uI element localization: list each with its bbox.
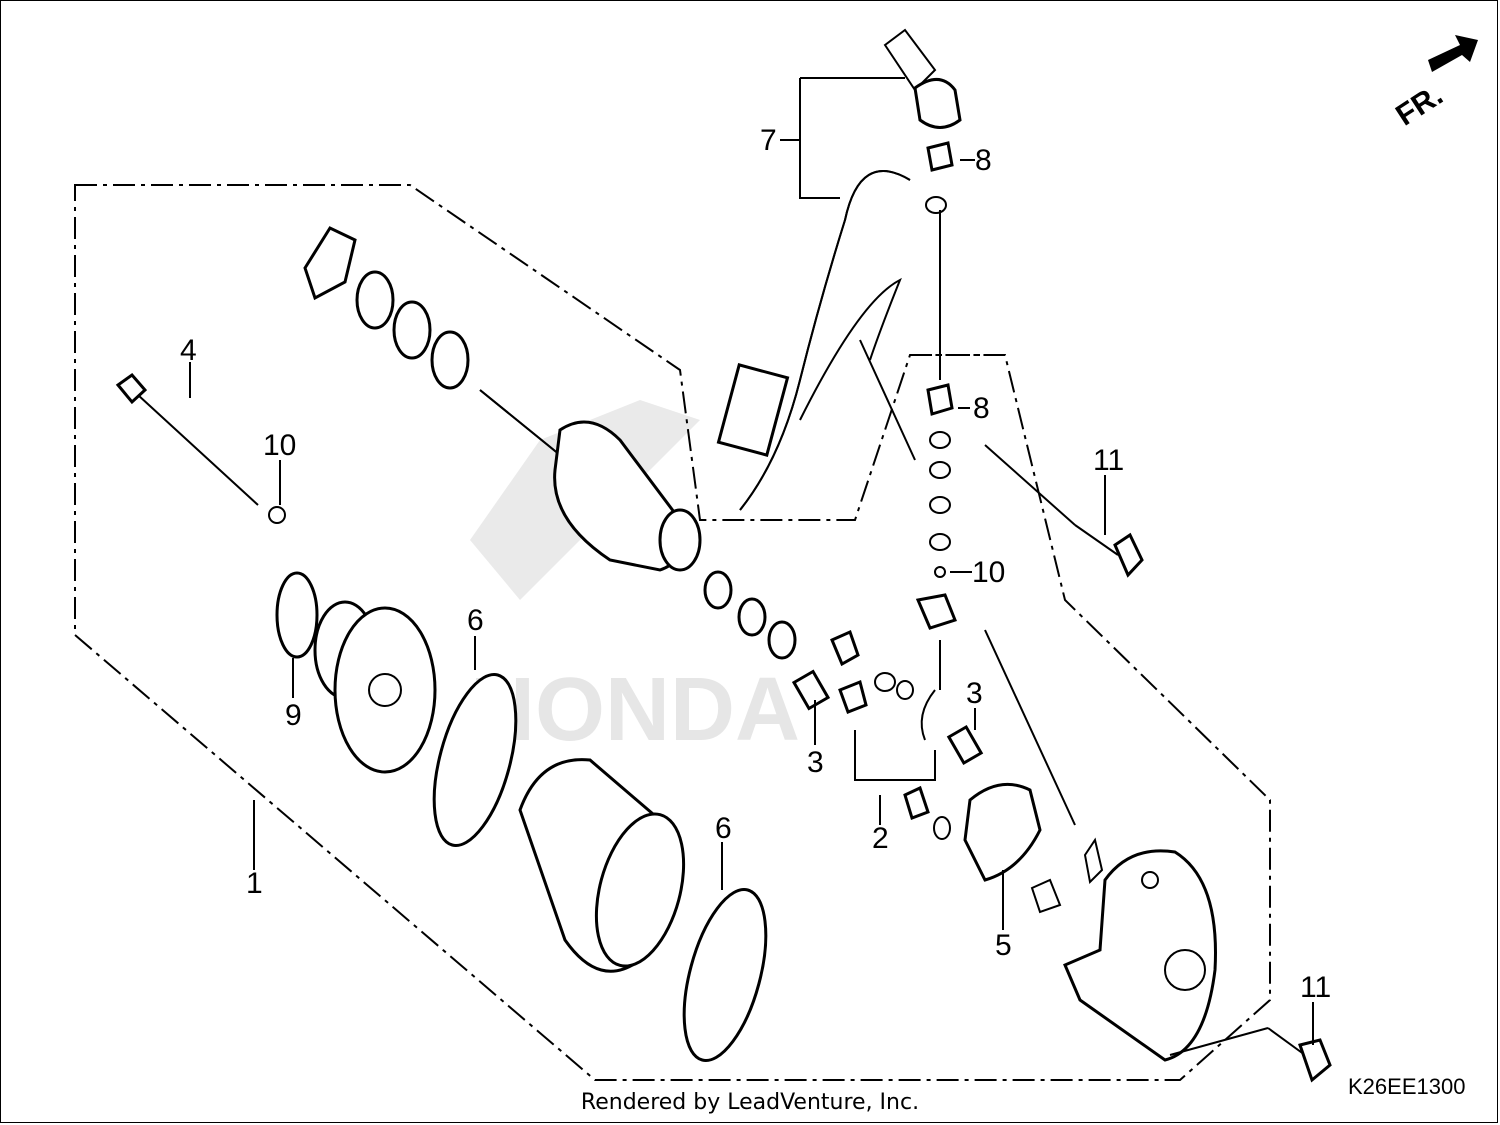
callout-11b: 11 <box>1300 971 1331 1004</box>
callout-3a: 3 <box>807 746 824 779</box>
o-ring-9 <box>275 571 319 659</box>
callout-9: 9 <box>285 699 302 732</box>
washer-b <box>933 816 951 840</box>
callout-6b: 6 <box>715 812 732 845</box>
leader-lines <box>189 139 1314 1056</box>
spring-3b <box>946 724 984 766</box>
brush-holder <box>963 782 1042 882</box>
front-cover <box>313 600 437 774</box>
insulator <box>915 593 957 630</box>
armature <box>479 389 702 572</box>
callout-11a: 11 <box>1093 444 1124 477</box>
seal-plate <box>1030 878 1062 914</box>
nut-8a <box>926 141 954 172</box>
spring-3a <box>791 669 831 711</box>
front-marker: FR. <box>1390 78 1449 132</box>
washer-10a <box>268 506 286 524</box>
callout-1: 1 <box>246 867 263 900</box>
washer-2 <box>896 680 914 700</box>
gasket-6a <box>432 673 518 847</box>
washer-arm-1 <box>703 570 733 610</box>
callout-8a: 8 <box>975 144 992 177</box>
nut-2 <box>874 672 896 692</box>
callout-4: 4 <box>180 334 197 367</box>
bracket-7 <box>799 77 905 199</box>
footer-credit: Rendered by LeadVenture, Inc. <box>580 1090 920 1115</box>
washer-stack-1 <box>929 431 951 449</box>
callout-8b: 8 <box>973 392 990 425</box>
honda-watermark: HONDA <box>470 400 800 760</box>
lock-plate <box>303 226 357 301</box>
washer-top-1 <box>355 270 395 330</box>
callout-5: 5 <box>995 929 1012 962</box>
washer-top-2 <box>392 300 432 360</box>
callout-10b: 10 <box>972 556 1005 589</box>
callout-6a: 6 <box>467 604 484 637</box>
callout-7: 7 <box>760 124 777 157</box>
bolt-11b <box>1267 1027 1332 1083</box>
washer-arm-2 <box>737 597 767 637</box>
callout-3b: 3 <box>966 677 983 710</box>
bolt-11a <box>1074 524 1144 578</box>
washer-stack-2 <box>929 461 951 479</box>
rear-cover <box>1063 849 1217 1062</box>
terminal-bracket <box>920 689 936 741</box>
front-arrow-icon <box>1428 35 1478 72</box>
screw-b <box>903 785 930 820</box>
starter-cable <box>716 28 962 511</box>
screw-a <box>830 629 860 667</box>
washer-arm-3 <box>767 620 797 660</box>
bracket-2 <box>854 730 936 781</box>
yoke-case <box>518 758 686 973</box>
callout-2: 2 <box>872 822 889 855</box>
watermark-text: HONDA <box>470 660 800 760</box>
callout-10a: 10 <box>263 429 296 462</box>
assembly-outline <box>74 184 1271 1081</box>
o-ring-small <box>1083 837 1104 885</box>
washer-top-3 <box>430 330 470 390</box>
nut-8b <box>926 383 954 416</box>
drawing-code: K26EE1300 <box>1348 1074 1465 1099</box>
washer-stack-4 <box>929 533 951 551</box>
through-bolt <box>115 372 259 506</box>
washer-stack-3 <box>929 496 951 514</box>
terminal-2a <box>838 679 868 714</box>
gasket-6b <box>682 888 768 1062</box>
washer-10b <box>934 566 946 578</box>
